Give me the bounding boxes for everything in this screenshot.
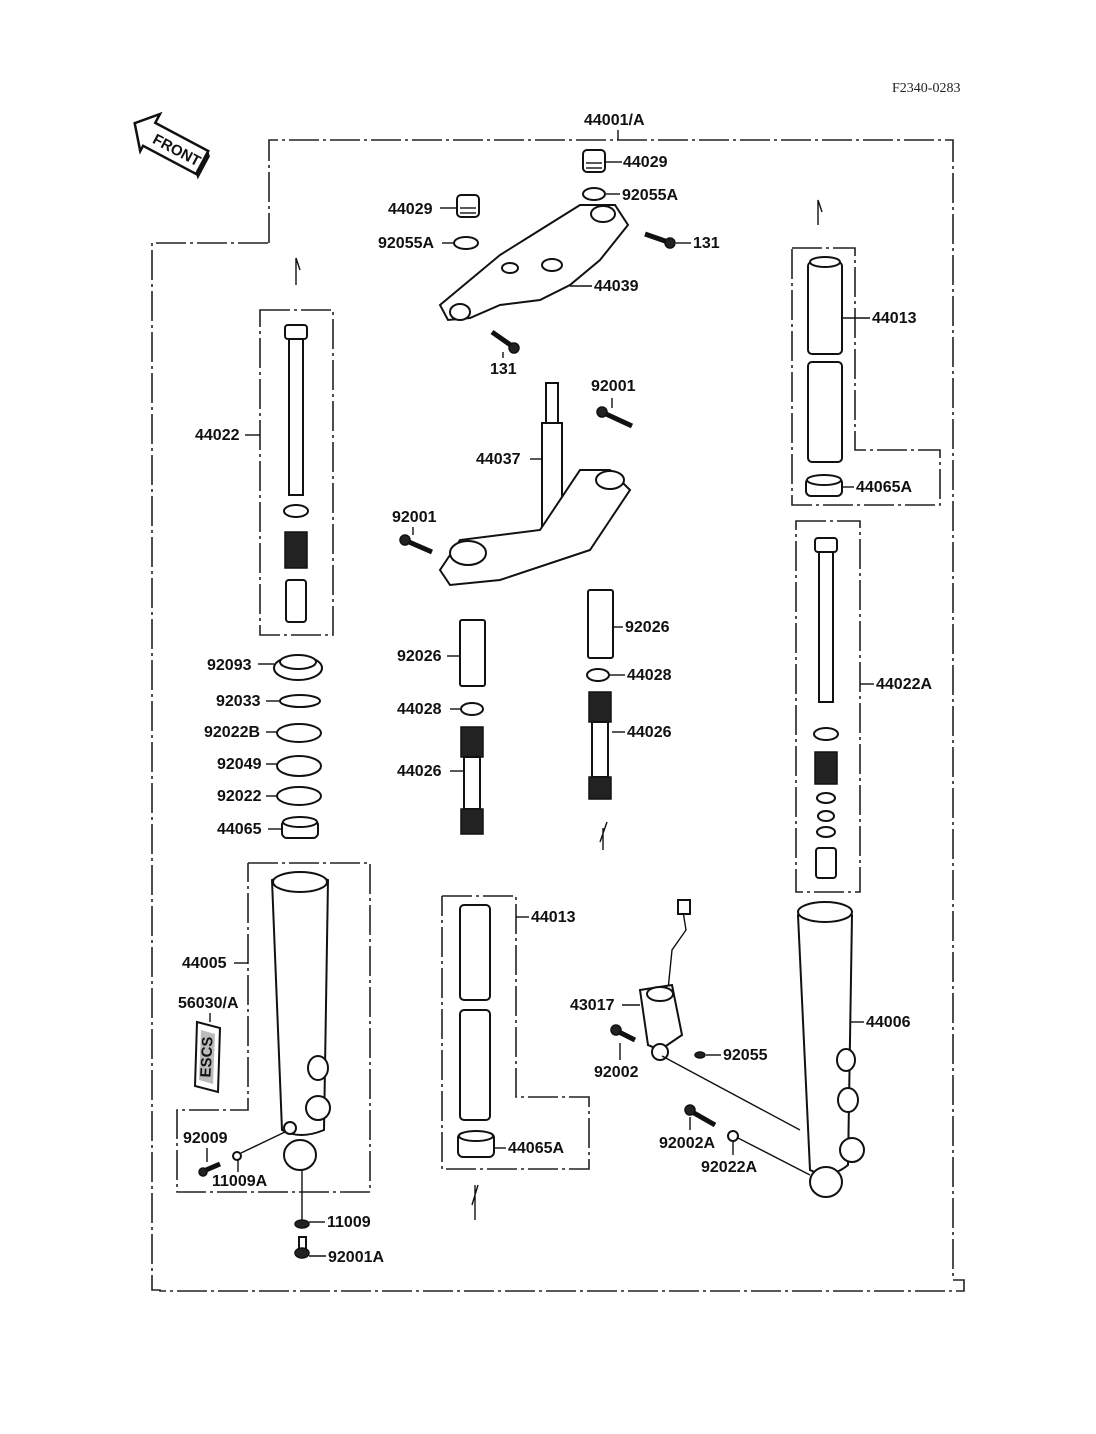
oring-right xyxy=(582,187,606,201)
label-inner-tube-bottom: 44013 xyxy=(531,909,576,926)
label-circlip: 92033 xyxy=(216,693,261,710)
reference-code: F2340-0283 xyxy=(892,81,960,96)
cylinder-left xyxy=(283,324,309,623)
label-outer-tube-right: 44006 xyxy=(866,1014,911,1031)
anti-dive-valve xyxy=(638,899,691,1061)
cylinder-right-box xyxy=(795,520,861,893)
assembly-boundary xyxy=(151,139,965,1292)
steering-stem xyxy=(438,382,632,587)
seat-right xyxy=(586,668,610,682)
bolt-axle-left xyxy=(198,1161,221,1177)
guide-left xyxy=(281,816,319,839)
label-guide-left: 44065 xyxy=(217,821,262,838)
bolt-stem-left xyxy=(399,534,433,555)
label-bolt-stem-right: 92001 xyxy=(591,378,636,395)
outer-tube-left-box xyxy=(176,862,371,1193)
label-oring-right: 92055A xyxy=(622,187,678,204)
label-guide-bottom: 44065A xyxy=(508,1140,564,1157)
label-washer-bottom: 11009 xyxy=(327,1214,371,1231)
label-guide-right: 44065A xyxy=(856,479,912,496)
washer xyxy=(276,786,322,806)
label-spring-right: 44026 xyxy=(627,724,672,741)
label-bolt-upper-right: 131 xyxy=(693,235,720,252)
label-seal-49: 92049 xyxy=(217,756,262,773)
label-oring-left: 92055A xyxy=(378,235,434,252)
seal-49 xyxy=(276,755,322,777)
label-upper-bracket: 44039 xyxy=(594,278,639,295)
bolt-bottom xyxy=(294,1236,310,1259)
label-cap-left: 44029 xyxy=(388,201,433,218)
label-bolt-upper-lower: 131 xyxy=(490,361,517,378)
spring-right xyxy=(588,691,612,800)
label-collar-right: 92026 xyxy=(625,619,670,636)
bolt-valve-a xyxy=(684,1104,717,1128)
label-washer-axle: 11009A xyxy=(212,1173,268,1190)
label-bolt-valve-a: 92002A xyxy=(659,1135,715,1152)
cylinder-right xyxy=(813,537,839,879)
oring-left xyxy=(453,236,479,250)
label-bolt-valve: 92002 xyxy=(594,1064,639,1081)
label-washer: 92022 xyxy=(217,788,262,805)
washer-bottom xyxy=(294,1219,310,1229)
decal-escs: ESCS xyxy=(193,1013,222,1094)
outer-tube-left xyxy=(270,871,331,1171)
label-bolt-axle-left: 92009 xyxy=(183,1130,228,1147)
bolt-upper-lower xyxy=(490,329,520,354)
label-spring-left: 44026 xyxy=(397,763,442,780)
inner-tube-right xyxy=(807,256,843,463)
label-bolt-stem-left: 92001 xyxy=(392,509,437,526)
bolt-upper-right xyxy=(644,231,676,249)
label-collar-left: 92026 xyxy=(397,648,442,665)
label-washer-b: 92022B xyxy=(204,724,260,741)
cap-left xyxy=(456,194,480,218)
gasket xyxy=(694,1051,706,1059)
washer-b xyxy=(276,723,322,743)
label-inner-tube-right: 44013 xyxy=(872,310,917,327)
seat-left xyxy=(460,702,484,716)
label-seal: 92093 xyxy=(207,657,252,674)
washer-valve xyxy=(727,1130,739,1142)
circlip xyxy=(279,694,321,708)
label-seat-right: 44028 xyxy=(627,667,672,684)
guide-bottom xyxy=(457,1130,495,1158)
label-gasket: 92055 xyxy=(723,1047,768,1064)
guide-right xyxy=(805,474,843,497)
label-cylinder-right: 44022A xyxy=(876,676,932,693)
label-decal: 56030/A xyxy=(178,995,239,1012)
front-arrow-icon: FRONT xyxy=(133,111,210,180)
label-stem: 44037 xyxy=(476,451,521,468)
collar-left xyxy=(459,619,486,687)
spring-left xyxy=(460,726,484,835)
decal-text: ESCS xyxy=(197,1036,216,1078)
bolt-valve xyxy=(610,1024,637,1043)
label-cylinder-left: 44022 xyxy=(195,427,240,444)
cylinder-left-box xyxy=(259,309,334,636)
label-bolt-bottom: 92001A xyxy=(328,1249,384,1266)
washer-axle xyxy=(232,1151,242,1161)
label-washer-valve: 92022A xyxy=(701,1159,757,1176)
label-valve: 43017 xyxy=(570,997,615,1014)
upper-bracket xyxy=(438,204,630,322)
inner-tube-bottom xyxy=(459,904,491,1121)
bolt-stem-right xyxy=(596,406,634,429)
label-outer-tube-left: 44005 xyxy=(182,955,227,972)
label-cap-right: 44029 xyxy=(623,154,668,171)
outer-tube-right xyxy=(796,901,865,1198)
seal xyxy=(273,654,323,681)
label-seat-left: 44028 xyxy=(397,701,442,718)
inner-tube-bottom-box xyxy=(441,895,590,1170)
cap-right xyxy=(582,149,606,173)
label-assembly: 44001/A xyxy=(584,112,645,129)
inner-tube-right-box xyxy=(791,247,941,506)
collar-right xyxy=(587,589,614,659)
